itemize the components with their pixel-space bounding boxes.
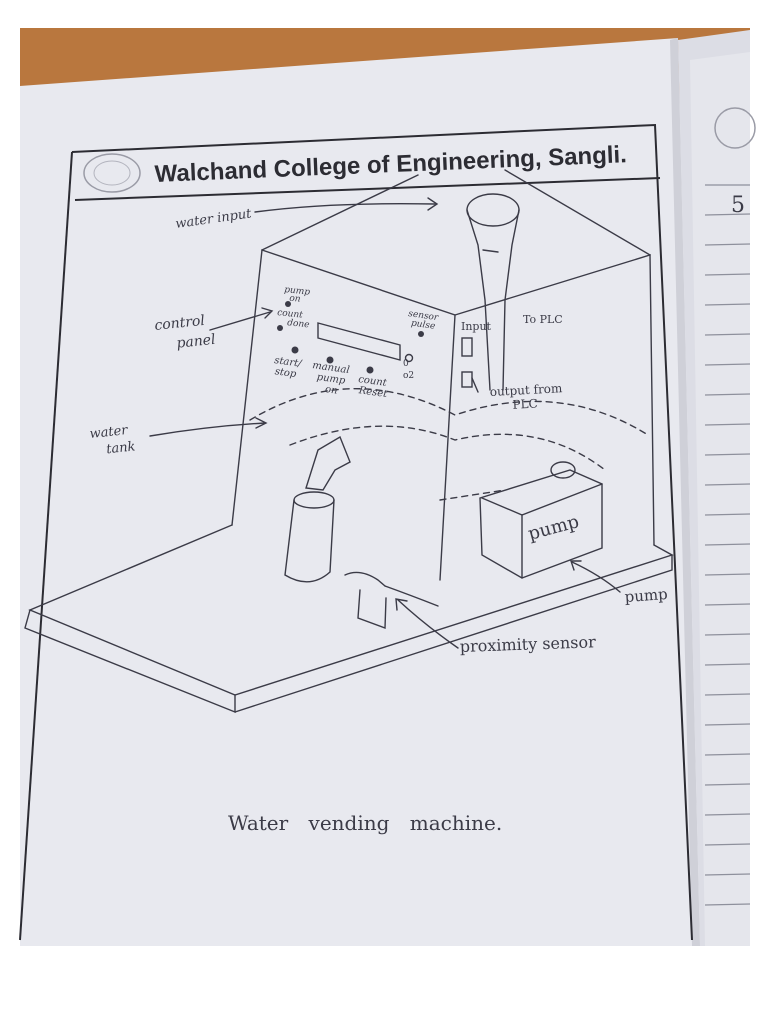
pump-on-indicator-icon	[285, 301, 291, 307]
label-to-plc: To PLC	[523, 313, 563, 326]
page-frame	[19, 123, 693, 941]
page-fold-shadow	[670, 38, 700, 946]
zero-button-icon	[404, 353, 414, 363]
pump-box	[479, 469, 603, 579]
panel-label-manual-pump-on: manual pump on	[309, 360, 354, 398]
panel-display	[317, 322, 401, 361]
notebook-page	[20, 38, 700, 946]
plc-input-terminal-icon	[461, 337, 473, 357]
panel-label-zero: 0	[403, 359, 409, 369]
label-output-from-plc-line2: PLC	[512, 397, 538, 412]
label-control-panel-line2: panel	[176, 332, 217, 352]
panel-label-start-stop-line1: start/	[274, 355, 304, 370]
proximity-sensor-bracket-icon	[357, 589, 387, 629]
college-seal-inner-icon	[93, 160, 131, 186]
label-water-tank-line1: water	[89, 423, 129, 442]
panel-label-count-reset-line1: count	[358, 374, 389, 389]
panel-label-manual-pump-on-line2: pump	[316, 372, 347, 387]
next-page-corner-text: 5	[731, 193, 745, 218]
label-control-panel: control panel	[154, 312, 217, 354]
arrow-water-tank	[149, 422, 266, 437]
count-done-indicator-icon	[277, 325, 283, 331]
college-seal-icon	[83, 153, 141, 193]
outlet-spout-icon	[305, 435, 351, 491]
panel-label-count-done-line2: done	[287, 318, 310, 330]
panel-label-pump-on-line2: on	[289, 294, 301, 305]
panel-label-count-reset-line2: Reset	[357, 385, 389, 400]
arrow-water-input	[254, 202, 436, 213]
panel-label-o2: o2	[403, 371, 414, 381]
panel-label-count-done-line1: count	[277, 308, 304, 321]
panel-label-sensor-pulse-line2: pulse	[410, 319, 436, 332]
arrow-pump	[571, 561, 621, 593]
next-page: 5	[678, 30, 756, 946]
panel-label-count-done: count done	[276, 308, 311, 330]
label-water-tank: water tank	[89, 422, 136, 458]
label-pump: pump	[624, 585, 668, 606]
arrow-output-from-plc	[471, 377, 479, 393]
panel-label-manual-pump-on-line3: on	[324, 384, 338, 397]
label-output-from-plc-line1: output from	[489, 381, 563, 399]
panel-label-start-stop: start/ stop	[272, 355, 305, 381]
panel-label-sensor-pulse: sensor pulse	[406, 309, 441, 332]
label-proximity-sensor: proximity sensor	[459, 632, 596, 656]
arrow-control-panel	[209, 311, 271, 331]
label-output-from-plc: output from PLC	[489, 381, 567, 413]
label-control-panel-line1: control	[154, 313, 206, 334]
start-stop-button-icon	[291, 346, 299, 354]
panel-label-pump-on: pump on	[283, 285, 313, 306]
vending-machine-drawing	[24, 169, 674, 714]
panel-label-manual-pump-on-line1: manual	[312, 360, 351, 376]
panel-label-pump-on-line1: pump	[284, 285, 311, 298]
panel-label-sensor-pulse-line1: sensor	[408, 309, 440, 323]
diagram-labels: water input control panel water tank pum…	[89, 206, 668, 656]
manual-pump-button-icon	[326, 356, 334, 364]
diagram-caption: Water vending machine.	[228, 811, 502, 835]
next-page-seal-icon	[714, 107, 756, 149]
panel-label-start-stop-line2: stop	[274, 366, 297, 380]
panel-label-count-reset: count Reset	[356, 374, 390, 400]
sensor-pulse-indicator-icon	[418, 331, 424, 337]
label-input: Input	[461, 320, 492, 333]
arrow-proximity-sensor	[397, 599, 459, 649]
label-water-tank-line2: tank	[106, 439, 137, 457]
count-reset-button-icon	[366, 366, 374, 374]
